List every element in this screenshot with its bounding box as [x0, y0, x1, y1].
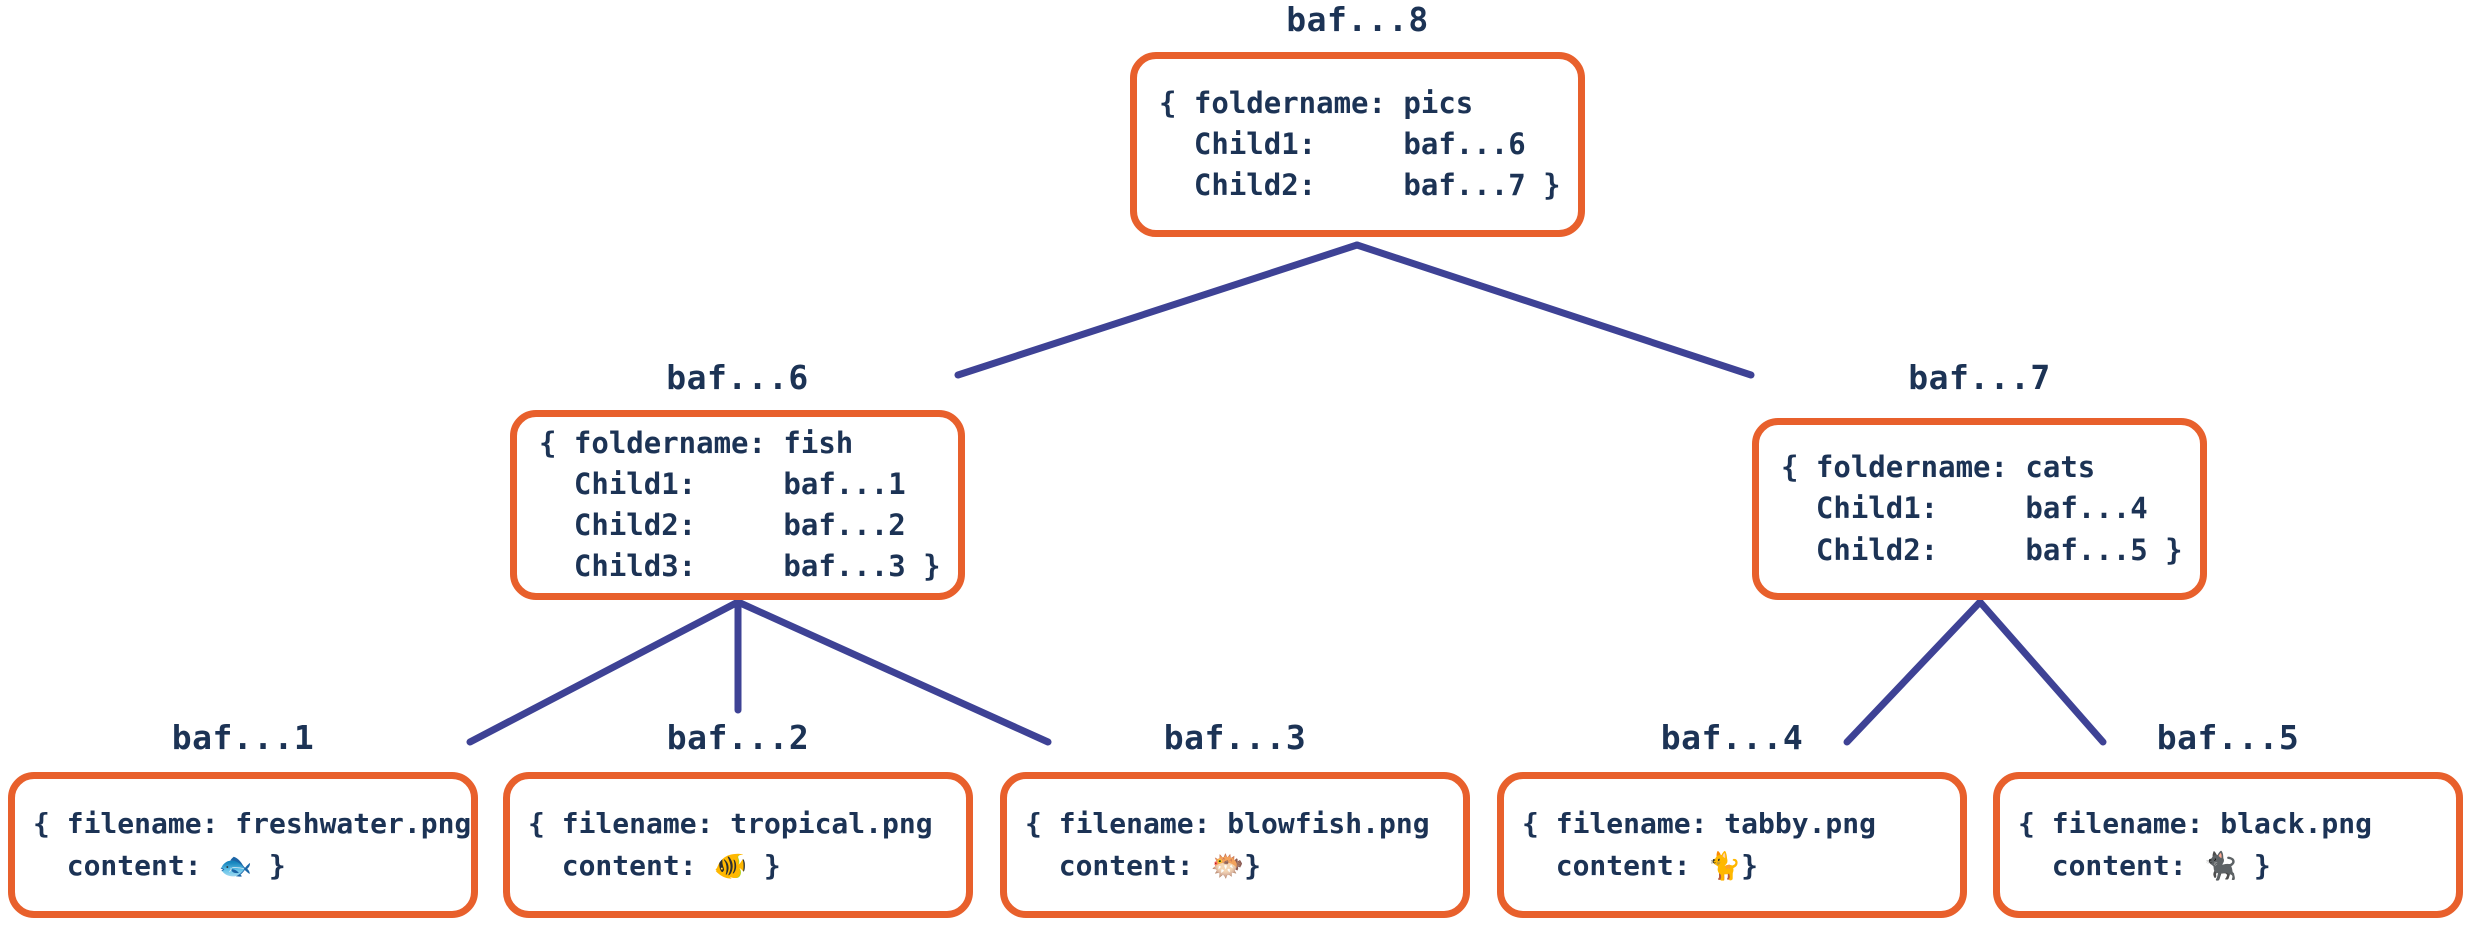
node-leaf5-content-prefix: content:: [2018, 848, 2204, 882]
node-leaf1[interactable]: baf...1 { filename: freshwater.png conte…: [8, 718, 478, 937]
node-leaf2-box[interactable]: { filename: tropical.png content: 🐠 }: [503, 772, 973, 918]
black-cat-emoji: 🐈‍⬛: [2203, 850, 2238, 882]
node-leaf5-content-suffix: }: [2237, 848, 2271, 882]
node-leaf3-content: { filename: blowfish.png content: 🐡}: [1007, 803, 1430, 888]
node-leaf5-filename: { filename: black.png: [2018, 806, 2373, 840]
node-root[interactable]: baf...8 { foldername: pics Child1: baf..…: [1130, 0, 1585, 250]
node-cats-label: baf...7: [1908, 358, 2051, 397]
node-leaf3-content-suffix: }: [1244, 848, 1261, 882]
node-leaf1-filename: { filename: freshwater.png: [33, 806, 472, 840]
node-leaf3-filename: { filename: blowfish.png: [1025, 806, 1430, 840]
fish-emoji: 🐟: [218, 850, 253, 882]
node-fish-box[interactable]: { foldername: fish Child1: baf...1 Child…: [510, 410, 965, 600]
node-leaf2-filename: { filename: tropical.png: [528, 806, 933, 840]
node-leaf3-content-prefix: content:: [1025, 848, 1211, 882]
node-leaf3[interactable]: baf...3 { filename: blowfish.png content…: [1000, 718, 1470, 937]
node-leaf4-content: { filename: tabby.png content: 🐈}: [1504, 803, 1876, 888]
node-fish-label: baf...6: [666, 358, 809, 397]
node-leaf5-content: { filename: black.png content: 🐈‍⬛ }: [2000, 803, 2372, 888]
node-leaf1-content-prefix: content:: [33, 848, 219, 882]
node-leaf2-content: { filename: tropical.png content: 🐠 }: [510, 803, 933, 888]
node-leaf2-label: baf...2: [666, 718, 810, 757]
node-leaf5-box[interactable]: { filename: black.png content: 🐈‍⬛ }: [1993, 772, 2463, 918]
node-leaf5-label: baf...5: [2156, 718, 2300, 757]
node-leaf3-label: baf...3: [1163, 718, 1307, 757]
node-leaf1-label: baf...1: [171, 718, 315, 757]
node-leaf4-label: baf...4: [1660, 718, 1804, 757]
node-fish-content: { foldername: fish Child1: baf...1 Child…: [539, 425, 941, 584]
node-leaf4-content-suffix: }: [1741, 848, 1758, 882]
node-fish[interactable]: baf...6 { foldername: fish Child1: baf..…: [510, 358, 965, 608]
tropical-fish-emoji: 🐠: [713, 850, 748, 882]
node-cats-box[interactable]: { foldername: cats Child1: baf...4 Child…: [1752, 418, 2207, 600]
node-cats[interactable]: baf...7 { foldername: cats Child1: baf..…: [1752, 358, 2207, 608]
node-root-content: { foldername: pics Child1: baf...6 Child…: [1159, 85, 1561, 203]
node-leaf2[interactable]: baf...2 { filename: tropical.png content…: [503, 718, 973, 937]
node-leaf1-box[interactable]: { filename: freshwater.png content: 🐟 }: [8, 772, 478, 918]
node-leaf4[interactable]: baf...4 { filename: tabby.png content: 🐈…: [1497, 718, 1967, 937]
node-leaf1-content: { filename: freshwater.png content: 🐟 }: [15, 803, 471, 888]
node-cats-content: { foldername: cats Child1: baf...4 Child…: [1781, 450, 2183, 567]
node-leaf1-content-suffix: }: [252, 848, 286, 882]
node-root-label: baf...8: [1286, 0, 1429, 39]
node-leaf4-box[interactable]: { filename: tabby.png content: 🐈}: [1497, 772, 1967, 918]
node-leaf2-content-suffix: }: [747, 848, 781, 882]
node-leaf4-content-prefix: content:: [1522, 848, 1708, 882]
edge-root-to-fish: [954, 241, 1361, 379]
edge-root-to-cats: [1353, 241, 1755, 379]
node-leaf3-box[interactable]: { filename: blowfish.png content: 🐡}: [1000, 772, 1470, 918]
blowfish-emoji: 🐡: [1210, 850, 1245, 882]
node-leaf4-filename: { filename: tabby.png: [1522, 806, 1877, 840]
node-root-box[interactable]: { foldername: pics Child1: baf...6 Child…: [1130, 52, 1585, 237]
node-leaf2-content-prefix: content:: [528, 848, 714, 882]
node-leaf5[interactable]: baf...5 { filename: black.png content: 🐈…: [1993, 718, 2463, 937]
cat-emoji: 🐈: [1707, 850, 1742, 882]
